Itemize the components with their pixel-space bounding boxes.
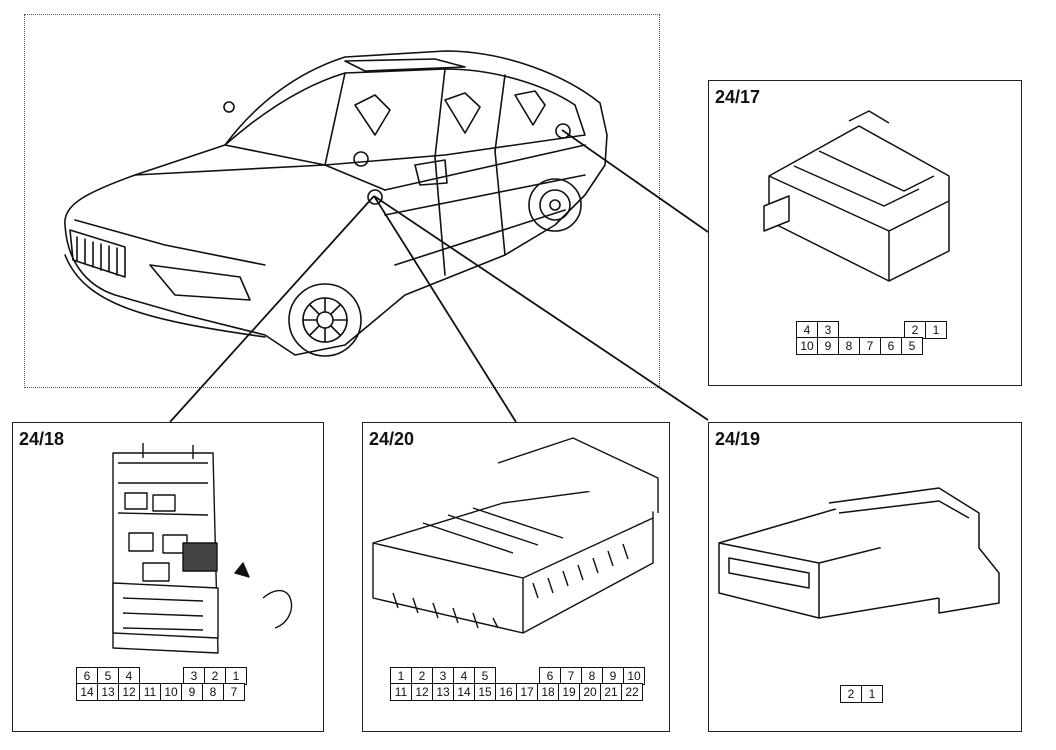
connector-24-20-drawing [372, 437, 659, 634]
panel-label-24-17: 24/17 [715, 87, 761, 107]
c2420-pin-5: 5 [474, 667, 496, 685]
c2418-pin-1: 1 [225, 667, 247, 685]
c2420-pin-12: 12 [411, 683, 433, 701]
c2417-pin-8: 8 [838, 337, 860, 355]
c2420-pin-19: 19 [558, 683, 580, 701]
panel-label-24-20: 24/20 [369, 429, 415, 449]
car-overview-panel [24, 14, 660, 388]
c2418-pin-10: 10 [160, 683, 182, 701]
c2418-pin-gap [140, 667, 162, 685]
c2418-pin-7: 7 [223, 683, 245, 701]
c2420-pin-21: 21 [600, 683, 622, 701]
relay-box-24-18-drawing [112, 443, 293, 654]
connector-24-17-drawing [763, 110, 950, 282]
c2417-pin-7: 7 [859, 337, 881, 355]
c2417-pin-gap [839, 321, 861, 339]
c2420-pin-11: 11 [390, 683, 412, 701]
c2418-pin-13: 13 [97, 683, 119, 701]
car-illustration [64, 50, 608, 357]
c2419-pin-2: 2 [840, 685, 862, 703]
c2417-pin-6: 6 [880, 337, 902, 355]
c2420-pin-20: 20 [579, 683, 601, 701]
c2420-pin-10: 10 [623, 667, 645, 685]
c2418-pin-14: 14 [76, 683, 98, 701]
c2417-pin-5: 5 [901, 337, 923, 355]
c2420-pin-17: 17 [516, 683, 538, 701]
c2418-pin-8: 8 [202, 683, 224, 701]
connector-24-19-drawing [718, 487, 1000, 619]
panel-label-24-18: 24/18 [19, 429, 65, 449]
c2418-pin-11: 11 [139, 683, 161, 701]
c2419-pin-1: 1 [861, 685, 883, 703]
c2417-pin-gap [861, 321, 883, 339]
c2417-pin-10: 10 [796, 337, 818, 355]
c2420-pin-16: 16 [495, 683, 517, 701]
c2420-pin-gap [518, 667, 540, 685]
c2418-pin-12: 12 [118, 683, 140, 701]
c2420-pin-18: 18 [537, 683, 559, 701]
c2420-pin-gap [496, 667, 518, 685]
c2420-pin-22: 22 [621, 683, 643, 701]
c2418-pin-gap [162, 667, 184, 685]
c2420-pin-13: 13 [432, 683, 454, 701]
c2420-pin-14: 14 [453, 683, 475, 701]
c2418-pin-9: 9 [181, 683, 203, 701]
c2417-pin-1: 1 [925, 321, 947, 339]
c2420-pin-15: 15 [474, 683, 496, 701]
c2417-pin-9: 9 [817, 337, 839, 355]
c2417-pin-gap [883, 321, 905, 339]
panel-label-24-19: 24/19 [715, 429, 761, 449]
